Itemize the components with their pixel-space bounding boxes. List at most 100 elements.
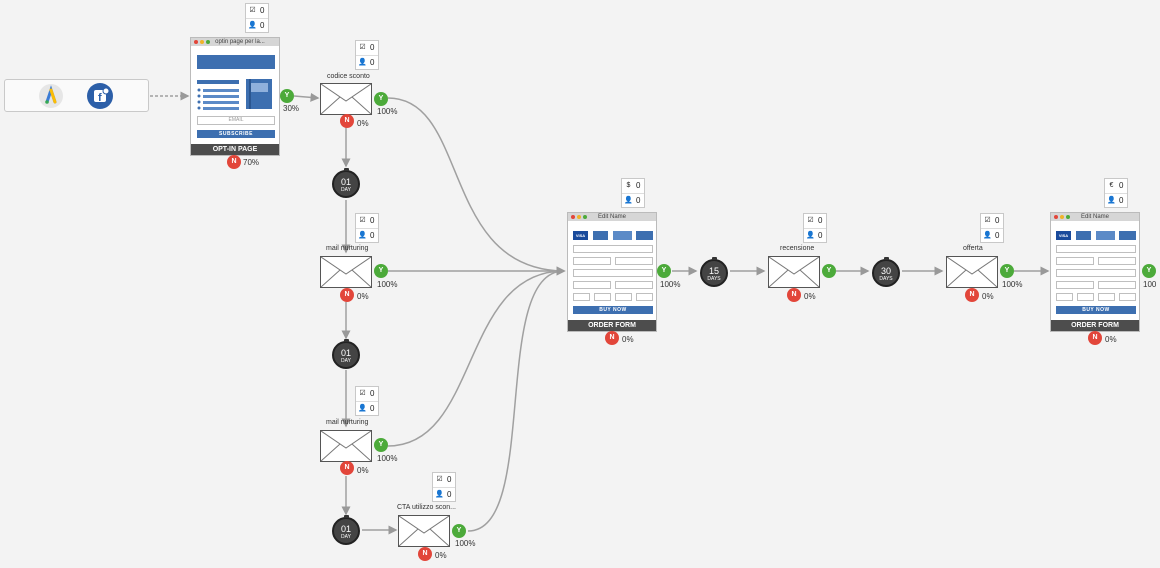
yes-badge[interactable]: Y: [1142, 264, 1156, 278]
no-badge[interactable]: N: [227, 155, 241, 169]
buy-now-button[interactable]: BUY NOW: [1056, 306, 1136, 314]
form-field[interactable]: [615, 281, 653, 289]
form-field[interactable]: [1077, 293, 1094, 301]
yes-percent: 100%: [377, 280, 398, 289]
email-node[interactable]: [946, 256, 998, 288]
traffic-sources[interactable]: f: [4, 79, 149, 112]
yes-badge[interactable]: Y: [374, 438, 388, 452]
order-footer: ORDER FORM: [568, 320, 656, 331]
dollar-icon: $: [626, 182, 631, 189]
adwords-icon[interactable]: [39, 84, 63, 108]
envelope-icon: [321, 431, 371, 461]
yes-badge[interactable]: Y: [280, 89, 294, 103]
connector-e1-order: [387, 97, 566, 276]
yes-percent: 100%: [377, 107, 398, 116]
email-node[interactable]: [398, 515, 450, 547]
checkbox-icon: ☑: [807, 217, 814, 224]
email-label: recensione: [780, 245, 815, 252]
form-field[interactable]: [594, 293, 611, 301]
envelope-icon: [399, 516, 449, 546]
yes-badge[interactable]: Y: [452, 524, 466, 538]
yes-badge[interactable]: Y: [1000, 264, 1014, 278]
yes-badge[interactable]: Y: [374, 264, 388, 278]
discover-card-icon: [1119, 231, 1136, 240]
book-icon: [246, 79, 272, 109]
person-icon: 👤: [248, 22, 257, 29]
person-icon: 👤: [806, 232, 815, 239]
form-field[interactable]: [573, 257, 611, 265]
checkbox-icon: ☑: [359, 390, 366, 397]
envelope-icon: [769, 257, 819, 287]
connector-e3-order: [387, 266, 566, 447]
no-badge[interactable]: N: [605, 331, 619, 345]
no-badge[interactable]: N: [340, 114, 354, 128]
form-field[interactable]: [1098, 257, 1136, 265]
form-field[interactable]: [1056, 269, 1136, 277]
facebook-icon[interactable]: f: [87, 83, 113, 109]
email-node[interactable]: [320, 83, 372, 115]
optin-footer: OPT-IN PAGE: [191, 144, 279, 155]
mastercard-icon: [593, 231, 608, 240]
order-stats: $0 👤0: [621, 178, 645, 208]
person-icon: 👤: [358, 59, 367, 66]
yes-percent: 100%: [660, 280, 681, 289]
yes-badge[interactable]: Y: [374, 92, 388, 106]
connector-e4-order: [467, 266, 566, 532]
visa-card-icon: VISA: [1056, 231, 1071, 240]
form-field[interactable]: [615, 293, 632, 301]
email-label: offerta: [963, 245, 983, 252]
order-form-node[interactable]: Edit Name VISA BUY NOW ORDER FORM: [1050, 212, 1140, 332]
email-node[interactable]: [320, 430, 372, 462]
optin-list-block: [197, 80, 239, 110]
form-field[interactable]: [573, 281, 611, 289]
no-badge[interactable]: N: [340, 288, 354, 302]
checkbox-icon: ☑: [359, 44, 366, 51]
optin-title-bar: optin page per la...: [191, 38, 279, 46]
form-field[interactable]: [636, 293, 653, 301]
optin-page-node[interactable]: optin page per la... EMAIL SUBSCRIBE OPT…: [190, 37, 280, 156]
form-field[interactable]: [1056, 257, 1094, 265]
subscribe-button[interactable]: SUBSCRIBE: [197, 130, 275, 138]
order-form-node[interactable]: Edit Name VISA BUY NOW ORDER FORM: [567, 212, 657, 332]
email-stats: ☑0 👤0: [432, 472, 456, 502]
form-field[interactable]: [573, 269, 653, 277]
envelope-icon: [321, 84, 371, 114]
no-percent: 0%: [357, 119, 369, 128]
email-field[interactable]: EMAIL: [197, 116, 275, 125]
no-badge[interactable]: N: [1088, 331, 1102, 345]
svg-text:f: f: [98, 92, 102, 104]
form-field[interactable]: [1056, 245, 1136, 253]
buy-now-button[interactable]: BUY NOW: [573, 306, 653, 314]
email-node[interactable]: [320, 256, 372, 288]
person-icon: 👤: [1107, 197, 1116, 204]
form-field[interactable]: [1098, 281, 1136, 289]
email-label: mail nurturing: [326, 419, 369, 426]
email-label: mail nurturing: [326, 245, 369, 252]
no-badge[interactable]: N: [787, 288, 801, 302]
optin-stats: ☑0 👤0: [245, 3, 269, 33]
form-field[interactable]: [573, 245, 653, 253]
form-field[interactable]: [1056, 293, 1073, 301]
form-field[interactable]: [573, 293, 590, 301]
email-node[interactable]: [768, 256, 820, 288]
no-badge[interactable]: N: [340, 461, 354, 475]
no-badge[interactable]: N: [965, 288, 979, 302]
optin-header-block: [197, 55, 275, 69]
yes-badge[interactable]: Y: [822, 264, 836, 278]
form-field[interactable]: [1119, 293, 1136, 301]
euro-icon: €: [1109, 182, 1114, 189]
no-badge[interactable]: N: [418, 547, 432, 561]
email-stats: ☑0 👤0: [980, 213, 1004, 243]
form-field[interactable]: [615, 257, 653, 265]
person-icon: 👤: [358, 232, 367, 239]
yes-percent: 30%: [283, 104, 300, 113]
form-field[interactable]: [1056, 281, 1094, 289]
form-field[interactable]: [1098, 293, 1115, 301]
yes-badge[interactable]: Y: [657, 264, 671, 278]
